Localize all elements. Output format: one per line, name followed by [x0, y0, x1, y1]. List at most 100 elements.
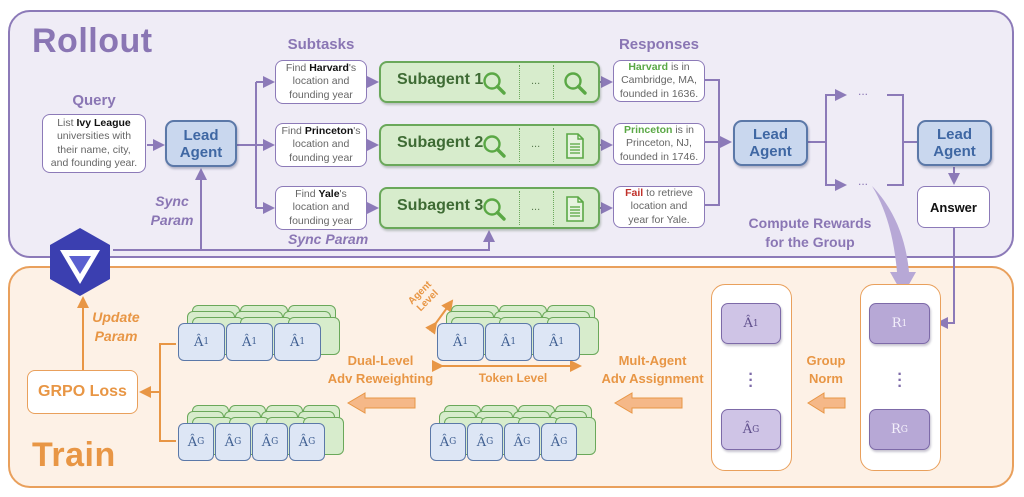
document-icon [566, 133, 584, 159]
compute-rewards-line2: for the Group [765, 234, 855, 250]
subtask-1-pre: Find [285, 61, 310, 74]
response-3-highlight: Fail [625, 186, 644, 199]
reward-symbol: R [891, 422, 901, 437]
dual-level-line1: Dual-Level [347, 353, 414, 368]
dual-level-fat-arrow [347, 392, 416, 414]
group-norm-line1: Group [806, 353, 846, 368]
response-2: Princeton is in Princeton, NJ, founded i… [613, 123, 705, 165]
adv-sub: G [271, 437, 279, 447]
adv-sub: G [197, 437, 205, 447]
sync-param-vertical-label: Sync Param [146, 192, 198, 230]
query-box: List Ivy League universities with their … [42, 114, 146, 173]
response-2-rest: is in [672, 123, 695, 136]
arrow-answer-to-reward [936, 228, 955, 329]
adv-symbol: Â [298, 434, 309, 450]
query-line-4: and founding year. [50, 157, 138, 169]
adv-symbol: Â [241, 334, 252, 350]
subtask-1: Find Harvard's location and founding yea… [275, 60, 367, 104]
sync-param-horizontal-label: Sync Param [288, 231, 369, 247]
iteration-ellipsis-2: ... [858, 174, 869, 188]
multi-agent-line1: Mult-Agent [618, 353, 687, 368]
lead-agent-label-line2: Agent [933, 143, 976, 160]
divider [519, 128, 520, 162]
subtasks-label: Subtasks [287, 36, 355, 53]
adv-sub: G [308, 437, 316, 447]
subtask-3-pre: Find [295, 187, 319, 200]
response-1-line3: founded in 1636. [619, 87, 699, 100]
rollout-title: Rollout [32, 22, 153, 60]
compute-rewards-arrow [872, 186, 916, 295]
response-1: Harvard is in Cambridge, MA, founded in … [613, 60, 705, 102]
lead-agent-label-line1: Lead [183, 126, 219, 144]
adv-sub: 1 [299, 337, 306, 347]
response-1-highlight: Harvard [628, 60, 669, 73]
train-title: Train [32, 436, 116, 474]
sync-label-line1: Sync [155, 193, 189, 209]
adv-sub: G [449, 437, 457, 447]
iteration-ellipsis-1: ... [858, 84, 869, 98]
subtask-2-line2: location and [292, 138, 350, 151]
subtask-1-line3: founding year [289, 88, 353, 101]
response-3-line3: year for Yale. [628, 213, 690, 226]
lead-agent-label-line1: Lead [936, 126, 972, 143]
update-param-line2: Param [94, 328, 138, 344]
lead-agent-label-line2: Agent [179, 143, 223, 161]
adv-symbol: Â [193, 334, 204, 350]
sync-label-line2: Param [150, 212, 194, 228]
adv-symbol: Â [224, 434, 235, 450]
subtask-1-bold: Harvard [309, 61, 349, 74]
grpo-loss-box: GRPO Loss [27, 370, 138, 414]
response-3-rest: to retrieve [643, 186, 693, 199]
multi-agent-fat-arrow [614, 392, 683, 414]
adv-symbol: Â [289, 334, 300, 350]
adv-symbol: Â [548, 334, 559, 350]
adv-sub: 1 [558, 337, 565, 347]
adv-sub: 1 [251, 337, 258, 347]
adv-sub: G [752, 424, 760, 435]
subtask-3-bold: Yale [318, 187, 340, 200]
adv-sub: 1 [203, 337, 210, 347]
document-icon [566, 196, 584, 222]
response-1-rest: is in [668, 60, 690, 73]
adv-symbol: Â [452, 334, 463, 350]
adv-symbol: Â [513, 434, 524, 450]
divider [519, 65, 520, 99]
adv-symbol: Â [439, 434, 450, 450]
response-2-line2: Princeton, NJ, [626, 137, 692, 150]
search-icon [483, 72, 506, 95]
responses-label: Responses [618, 36, 700, 53]
subtask-3-post: 's [339, 187, 347, 200]
dual-level-line2: Adv Reweighting [327, 371, 434, 386]
query-text-pre: List [57, 116, 77, 129]
subagent-2: Subagent 2 ... [379, 124, 600, 166]
subtask-2-pre: Find [281, 124, 305, 137]
divider [553, 128, 554, 162]
reward-sub: G [900, 424, 908, 435]
response-2-line3: founded in 1746. [619, 150, 699, 163]
adv-symbol: Â [742, 422, 753, 437]
adv-symbol: Â [476, 434, 487, 450]
line-iter-merge [887, 94, 904, 186]
subtask-2: Find Princeton's location and founding y… [275, 123, 367, 167]
group-norm-label: Group Norm [800, 352, 852, 388]
divider [553, 65, 554, 99]
adv-sub: 1 [462, 337, 469, 347]
subagent-3-label: Subagent 3 [397, 197, 484, 214]
subtask-3-line3: founding year [289, 214, 353, 227]
subagent-1-ellipsis: ... [531, 75, 541, 87]
model-logo-icon [50, 228, 110, 296]
